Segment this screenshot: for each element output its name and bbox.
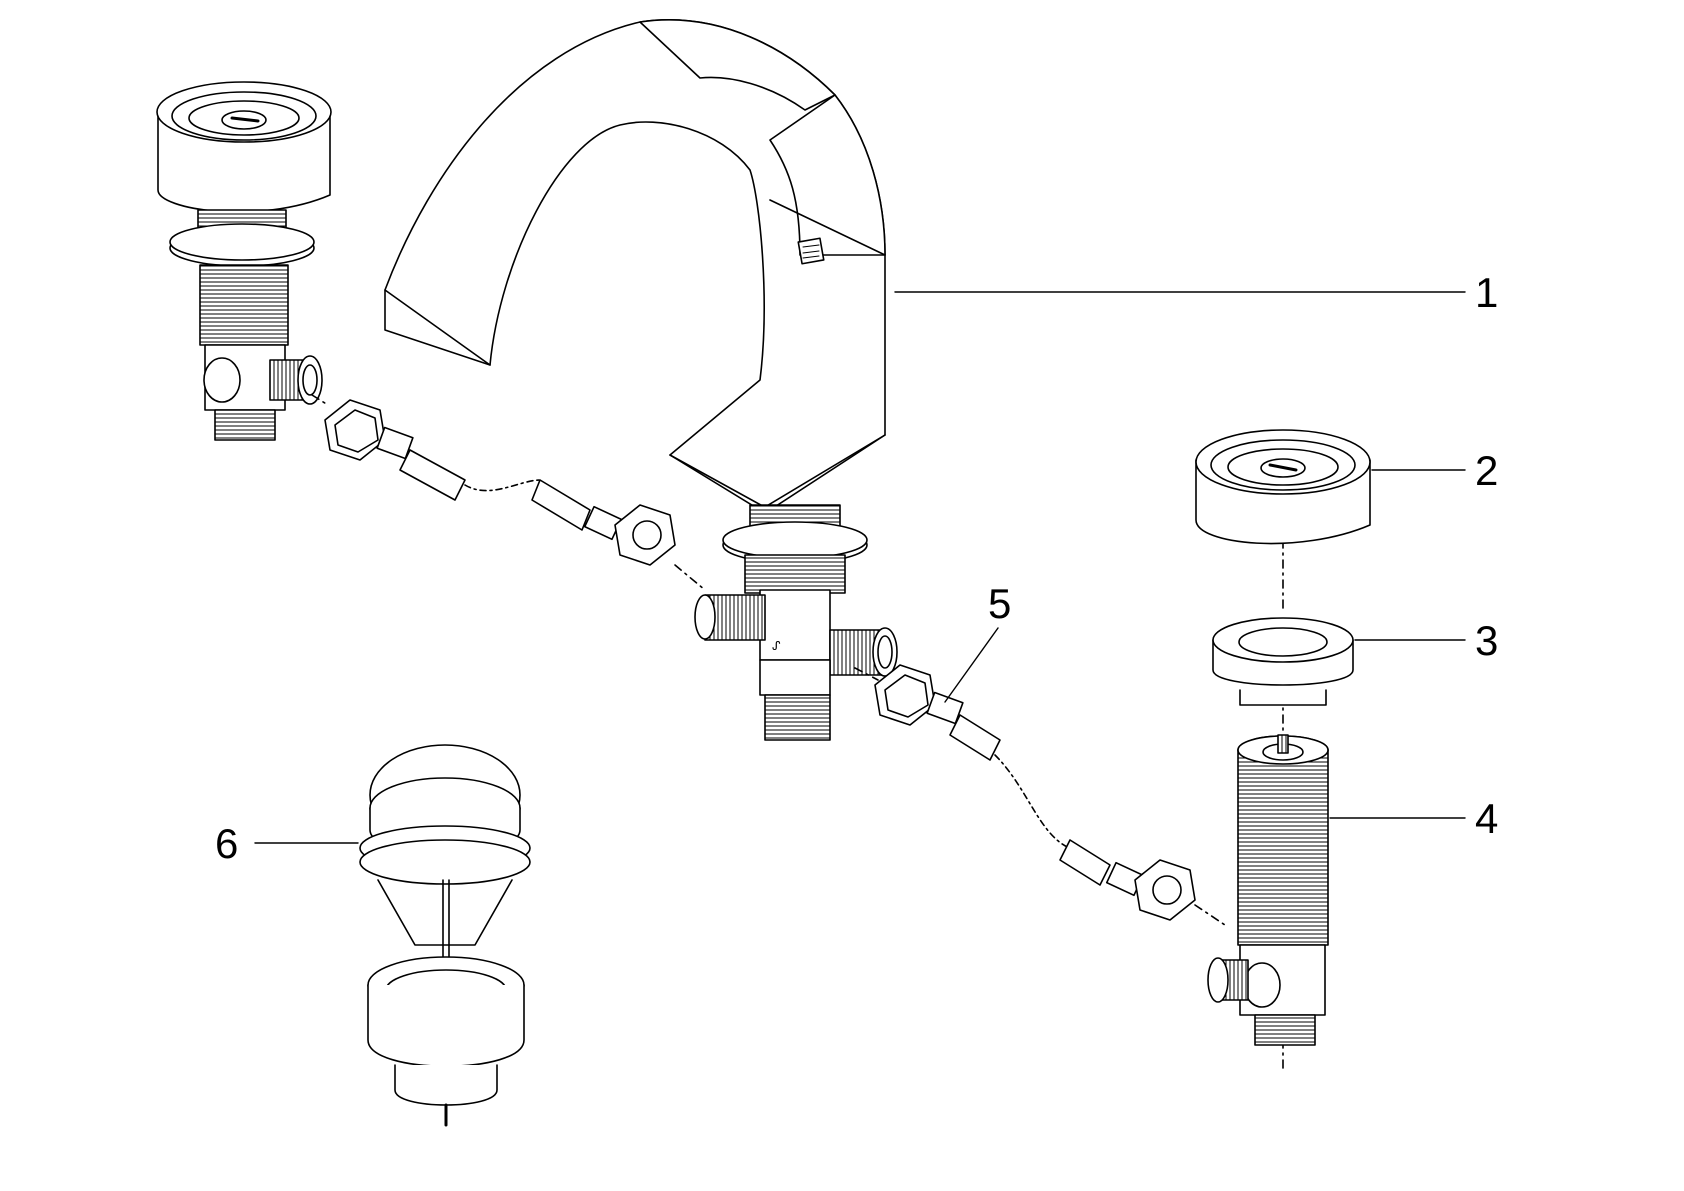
callout-6: 6	[215, 820, 238, 867]
escutcheon-nut	[1212, 617, 1354, 706]
callout-1: 1	[1475, 269, 1498, 316]
spout-shank: ᔑ	[694, 504, 898, 741]
callout-2: 2	[1475, 447, 1498, 494]
right-handle	[1195, 429, 1371, 545]
callout-4: 4	[1475, 795, 1498, 842]
callout-5: 5	[988, 580, 1011, 627]
hose-right	[874, 664, 1196, 921]
callout-3: 3	[1475, 617, 1498, 664]
callout-labels: 1 2 3 4 5 6	[215, 269, 1498, 867]
pop-up-drain	[359, 744, 531, 1127]
callout-leaders	[254, 291, 1466, 844]
hose-left	[324, 399, 676, 566]
svg-text:ᔑ: ᔑ	[772, 639, 781, 653]
spout	[384, 19, 886, 511]
valve-body	[1207, 734, 1329, 1046]
left-valve-assembly	[156, 81, 332, 441]
leader-5	[944, 627, 999, 703]
